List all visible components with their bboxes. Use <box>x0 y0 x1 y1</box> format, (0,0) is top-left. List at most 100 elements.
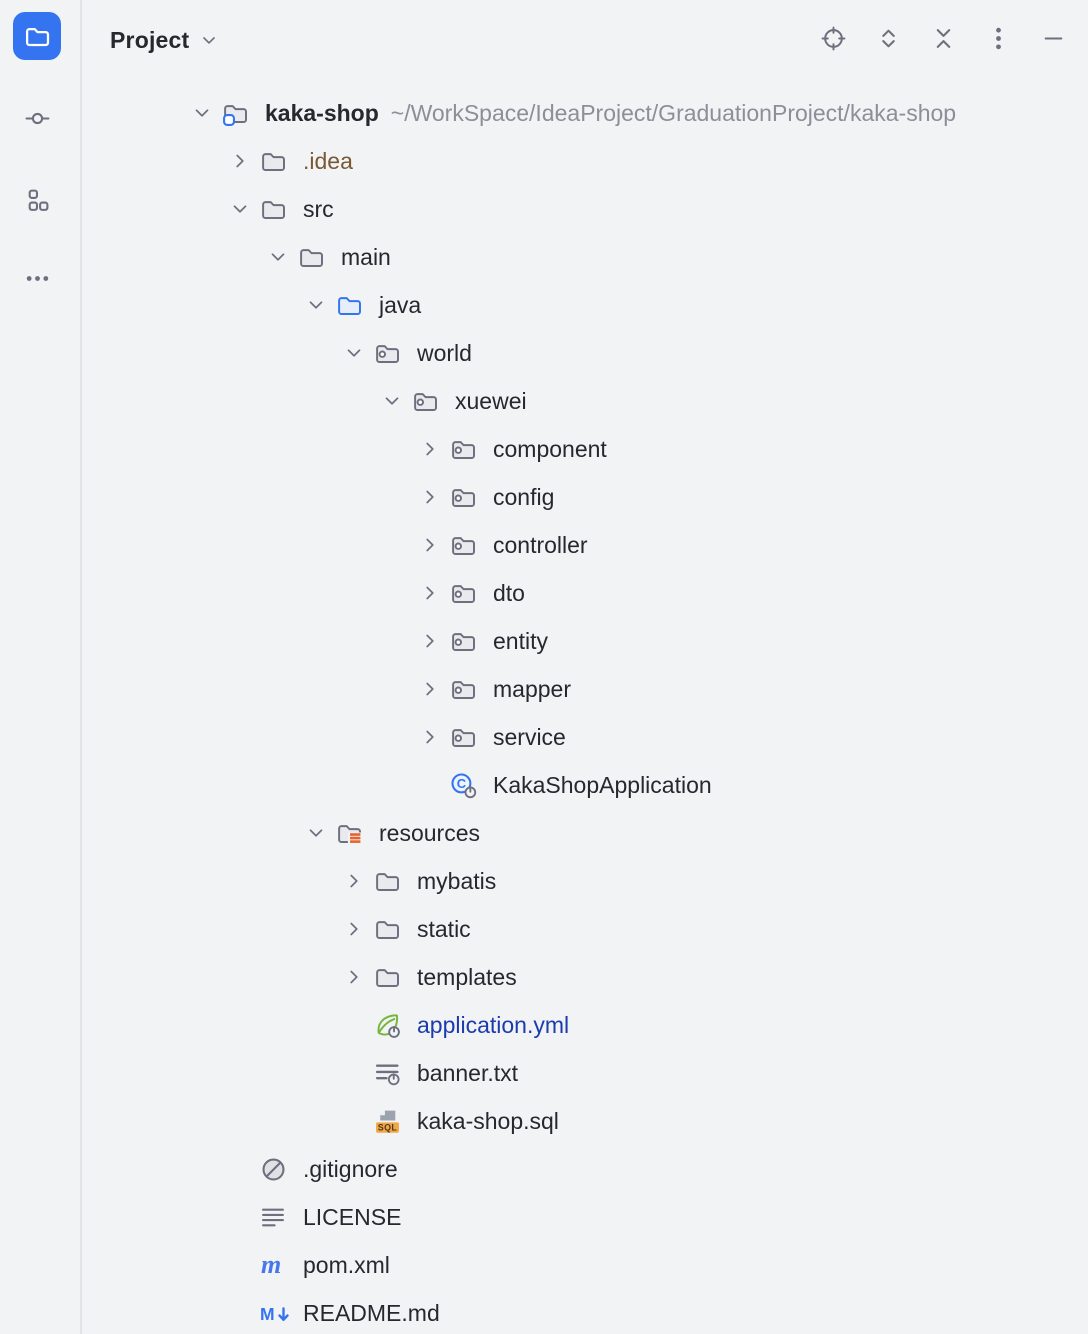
svg-text:M: M <box>260 1304 275 1324</box>
package-icon <box>450 724 486 751</box>
tree-item-label: LICENSE <box>303 1203 402 1230</box>
banner-text-icon <box>374 1060 410 1087</box>
tree-item-java[interactable]: java <box>82 281 1088 329</box>
chevron-down-icon[interactable] <box>184 102 222 124</box>
tree-item-label: dto <box>493 579 525 606</box>
chevron-right-icon[interactable] <box>336 870 374 892</box>
tree-item-component[interactable]: component <box>82 425 1088 473</box>
tree-item-label: java <box>379 291 422 318</box>
chevron-down-icon[interactable] <box>260 246 298 268</box>
expand-all-icon <box>876 26 901 54</box>
tree-item-kakashopapplication[interactable]: C KakaShopApplication <box>82 761 1088 809</box>
tree-item-kaka-shop-sql[interactable]: SQL kaka-shop.sql <box>82 1097 1088 1145</box>
more-tools-button[interactable] <box>13 254 61 302</box>
commit-tool-button[interactable] <box>13 94 61 142</box>
tree-item-controller[interactable]: controller <box>82 521 1088 569</box>
chevron-right-icon[interactable] <box>412 438 450 460</box>
tree-item-config[interactable]: config <box>82 473 1088 521</box>
chevron-right-icon[interactable] <box>412 678 450 700</box>
tree-item-label: README.md <box>303 1299 440 1326</box>
tree-item-label: pom.xml <box>303 1251 390 1278</box>
chevron-right-icon[interactable] <box>336 918 374 940</box>
tree-item-label: component <box>493 435 607 462</box>
package-icon <box>450 628 486 655</box>
folder-white-icon <box>24 23 51 50</box>
folder-icon <box>374 964 410 991</box>
tree-item-application-yml[interactable]: application.yml <box>82 1001 1088 1049</box>
tree-item-label: .idea <box>303 147 353 174</box>
tree-item-resources[interactable]: resources <box>82 809 1088 857</box>
maven-icon: m <box>260 1252 296 1279</box>
tree-item-label: entity <box>493 627 548 654</box>
tree-item-readme-md[interactable]: M README.md <box>82 1289 1088 1334</box>
tree-item-templates[interactable]: templates <box>82 953 1088 1001</box>
tree-item-label: templates <box>417 963 517 990</box>
tree-item-label: application.yml <box>417 1011 570 1038</box>
more-horizontal-icon <box>25 266 50 291</box>
folder-icon <box>374 868 410 895</box>
chevron-down-icon[interactable] <box>374 390 412 412</box>
collapse-all-button[interactable] <box>930 27 956 53</box>
project-tool-button[interactable] <box>13 12 61 60</box>
project-tree: kaka-shop ~/WorkSpace/IdeaProject/Gradua… <box>82 80 1088 1334</box>
tree-item-label: kaka-shop <box>265 99 379 126</box>
chevron-right-icon[interactable] <box>412 486 450 508</box>
tree-item-world[interactable]: world <box>82 329 1088 377</box>
locate-file-button[interactable] <box>820 26 846 54</box>
folder-icon <box>298 244 334 271</box>
tree-item-label: main <box>341 243 391 270</box>
structure-tool-button[interactable] <box>13 176 61 224</box>
chevron-down-icon[interactable] <box>298 822 336 844</box>
tree-item-path: ~/WorkSpace/IdeaProject/GraduationProjec… <box>390 99 957 126</box>
tree-item-service[interactable]: service <box>82 713 1088 761</box>
tree-item-pom-xml[interactable]: m pom.xml <box>82 1241 1088 1289</box>
more-options-button[interactable] <box>985 27 1011 53</box>
tree-item-main[interactable]: main <box>82 233 1088 281</box>
locate-icon <box>821 26 846 54</box>
tree-item-label: mapper <box>493 675 571 702</box>
chevron-down-icon[interactable] <box>336 342 374 364</box>
chevron-right-icon[interactable] <box>222 150 260 172</box>
commit-icon <box>25 106 50 131</box>
tree-item-banner-txt[interactable]: banner.txt <box>82 1049 1088 1097</box>
chevron-right-icon[interactable] <box>412 630 450 652</box>
ignored-file-icon <box>260 1156 296 1183</box>
resources-folder-icon <box>336 820 372 847</box>
expand-all-button[interactable] <box>875 27 901 53</box>
minimize-icon <box>1041 26 1066 54</box>
tree-item-label: KakaShopApplication <box>493 771 712 798</box>
tree-item-src[interactable]: src <box>82 185 1088 233</box>
tree-item-license[interactable]: LICENSE <box>82 1193 1088 1241</box>
tree-item-idea[interactable]: .idea <box>82 137 1088 185</box>
tree-item-label: static <box>417 915 471 942</box>
tree-item-label: src <box>303 195 334 222</box>
tree-item-kaka-shop[interactable]: kaka-shop ~/WorkSpace/IdeaProject/Gradua… <box>82 89 1088 137</box>
tree-item-static[interactable]: static <box>82 905 1088 953</box>
tree-item-mybatis[interactable]: mybatis <box>82 857 1088 905</box>
tool-window-bar <box>0 0 82 1334</box>
hide-button[interactable] <box>1040 27 1066 53</box>
svg-text:C: C <box>457 775 467 790</box>
panel-toolbar <box>820 26 1066 54</box>
chevron-right-icon[interactable] <box>412 534 450 556</box>
tree-item-dto[interactable]: dto <box>82 569 1088 617</box>
tree-item-entity[interactable]: entity <box>82 617 1088 665</box>
tree-item-label: resources <box>379 819 480 846</box>
tree-item-xuewei[interactable]: xuewei <box>82 377 1088 425</box>
chevron-right-icon[interactable] <box>412 726 450 748</box>
chevron-down-icon[interactable] <box>222 198 260 220</box>
svg-text:m: m <box>261 1252 281 1279</box>
chevron-right-icon[interactable] <box>412 582 450 604</box>
package-icon <box>450 436 486 463</box>
project-view-switcher[interactable]: Project <box>110 27 219 54</box>
folder-icon <box>260 148 296 175</box>
folder-icon <box>374 916 410 943</box>
tree-item-label: service <box>493 723 566 750</box>
chevron-right-icon[interactable] <box>336 966 374 988</box>
text-file-icon <box>260 1204 296 1231</box>
tree-item-label: config <box>493 483 555 510</box>
chevron-down-icon[interactable] <box>298 294 336 316</box>
source-folder-icon <box>336 292 372 319</box>
tree-item-gitignore[interactable]: .gitignore <box>82 1145 1088 1193</box>
tree-item-mapper[interactable]: mapper <box>82 665 1088 713</box>
